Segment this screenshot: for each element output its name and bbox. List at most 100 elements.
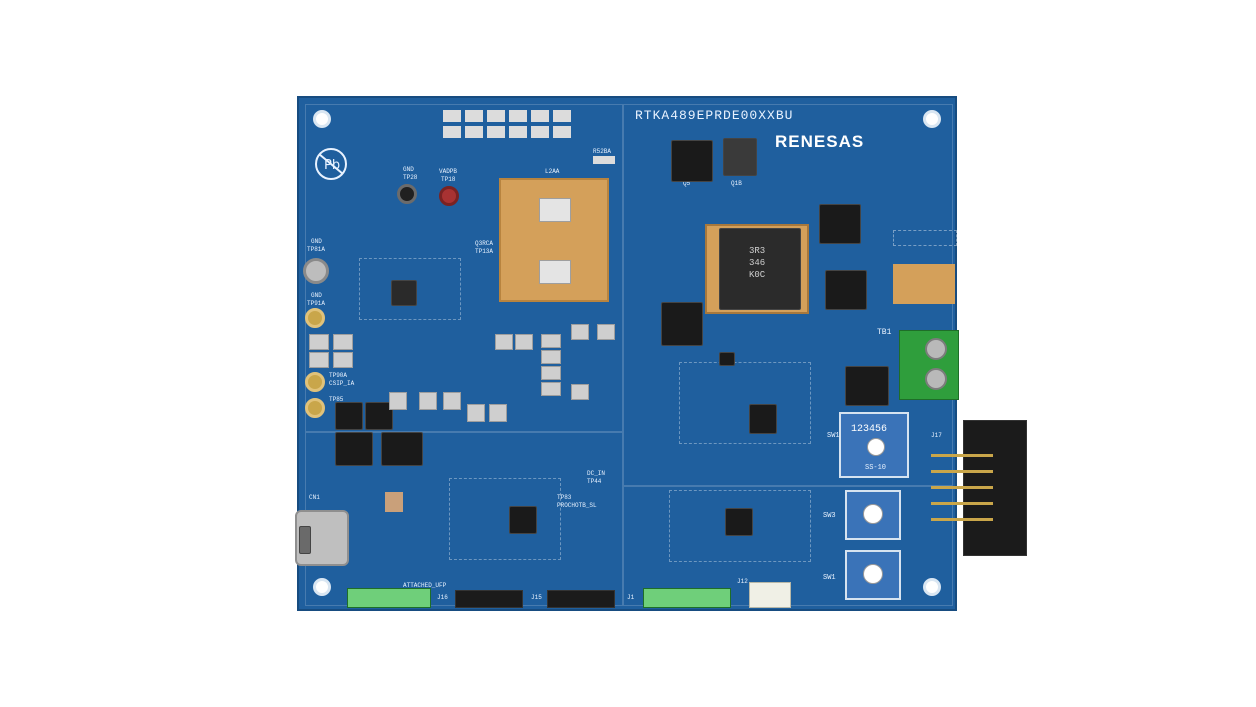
inductor-marking-2: 346 [749,258,766,268]
inductor-pad-top [539,198,571,222]
header-j15[interactable] [547,590,615,608]
j17-pin-4 [931,502,993,505]
tp81a-label: TP81A [307,246,326,253]
mosfet-q-right-1 [819,204,861,244]
pad-row-a3 [443,392,461,410]
mosfet-q-4 [381,432,423,466]
sw15-ss10-label: SS-10 [865,464,887,472]
attached-ufp-label: ATTACHED_UFP [403,582,447,589]
prochot-label: PROCHOTB_SL [557,502,597,509]
j17-label: J17 [931,432,942,439]
j12-label: J12 [737,578,748,585]
tp85-label: TP85 [329,396,344,403]
gnd-tp81a-label: GND [311,238,322,245]
cap-small-3 [571,384,589,400]
pad-row-a1 [389,392,407,410]
inductor-pad-bottom [539,260,571,284]
gnd-tp28-label: GND [403,166,414,173]
tp90a-label: TP90A [329,372,348,379]
test-point-tp18 [439,186,459,206]
test-point-tp85 [305,398,325,418]
cap-small-1 [571,324,589,340]
terminal-screw-1[interactable] [925,338,947,360]
sw15-label: SW15 [827,432,844,440]
ic-pd-controller [509,506,537,534]
cap-c23a [541,382,561,396]
tp28-label: TP28 [403,174,418,181]
sw15-digits: 123456 [851,424,888,435]
cap-c24a [541,350,561,364]
power-inductor [719,228,801,310]
pad-cluster-1 [309,334,329,350]
cap-c27a [541,334,561,348]
passive-array-top-right [679,362,811,444]
mosfet-q5 [671,140,713,182]
q5-label: Q5 [683,180,691,187]
q3rca-label: Q3RCA [475,240,494,247]
j17-pin-1 [931,454,993,457]
terminal-block-bottom-left[interactable] [347,588,431,608]
svg-text:Pb: Pb [324,158,340,173]
l2aa-label: L2AA [545,168,560,175]
pad-cluster-4 [333,352,353,368]
mosfet-q1b [723,138,757,176]
j17-pin-2 [931,470,993,473]
cap-strip-right [893,230,957,246]
mounting-hole-bottom-right [923,578,941,596]
j15-label: J15 [531,594,542,601]
capacitor-bank-top [443,110,583,138]
tp18-label: TP18 [441,176,456,183]
test-point-tp81a [303,258,329,284]
mosfet-q-right-3 [845,366,889,406]
passive-array-bottom-left [449,478,561,560]
j16-label: J16 [437,594,448,601]
inductor-marking-1: 3R3 [749,246,766,256]
pad-cluster-3 [309,352,329,368]
sw1-dial[interactable] [863,564,883,584]
mosfet-q-right-2 [825,270,867,310]
diode-d18 [719,352,735,366]
tb1-label: TB1 [877,328,892,337]
csip-ia-label: CSIP_IA [329,380,355,387]
tp13a-label: TP13A [475,248,494,255]
q1b-label: Q1B [731,180,742,187]
ic-controller-top-right [749,404,777,434]
ic-controller-top-left [391,280,417,306]
sw3-label: SW3 [823,512,836,520]
cap-b12-area [385,492,403,512]
test-point-tp90a [305,372,325,392]
dc-in-label: DC_IN [587,470,606,477]
j17-pin-5 [931,518,993,521]
renesas-logo: RENESAS [775,132,865,151]
vadpb-label: VADPB [439,168,458,175]
terminal-screw-2[interactable] [925,368,947,390]
cap-small-2 [597,324,615,340]
mosfet-q-2 [365,402,393,430]
pad-row-a4 [467,404,485,422]
mounting-hole-top-right [923,110,941,128]
terminal-block-j1[interactable] [643,588,731,608]
r52ba-label: R52BA [593,148,612,155]
header-j16[interactable] [455,590,523,608]
j17-pin-3 [931,486,993,489]
resistor-array-right [893,264,955,304]
mounting-hole-bottom-left [313,578,331,596]
pad-row-a5 [489,404,507,422]
mosfet-q-3 [335,432,373,466]
sw15-dial[interactable] [867,438,885,456]
j1-label: J1 [627,594,635,601]
tp83-label: TP83 [557,494,572,501]
cap-small-4 [495,334,513,350]
pad-cluster-2 [333,334,353,350]
sw1-label: SW1 [823,574,836,582]
connector-j12[interactable] [749,582,791,608]
pad-row-a2 [419,392,437,410]
gnd-tp91a-label: GND [311,292,322,299]
usb-c-port-opening [299,526,311,554]
tp44-label: TP44 [587,478,602,485]
mosfet-q2b [661,302,703,346]
mosfet-q-1 [335,402,363,430]
sw3-dial[interactable] [863,504,883,524]
part-number-label: RTKA489EPRDE00XXBU [635,108,794,123]
passive-array-top-left [359,258,461,320]
